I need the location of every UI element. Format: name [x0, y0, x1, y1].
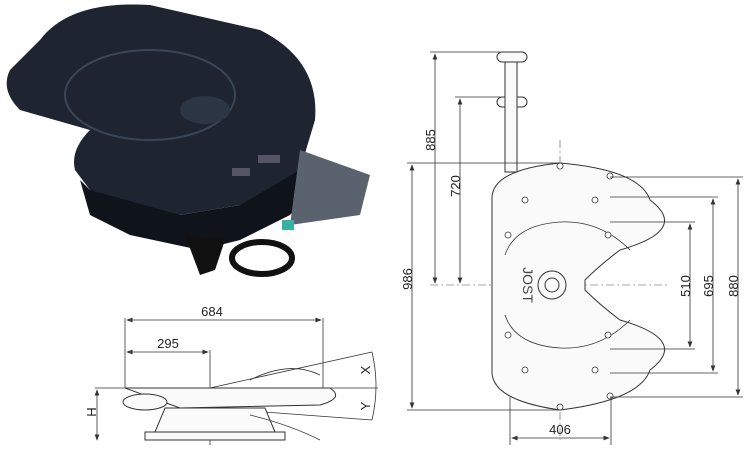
- side-view: 684 295 H X Y: [84, 304, 378, 445]
- dim-y: Y: [358, 401, 373, 410]
- dim-510: 510: [678, 275, 693, 297]
- dim-880: 880: [726, 275, 741, 297]
- dim-x: X: [358, 365, 373, 374]
- dim-h: H: [84, 407, 99, 416]
- dim-295: 295: [157, 336, 179, 351]
- top-view: JOST 885 720 986 510 695 880 406: [400, 51, 743, 445]
- product-photo: [6, 4, 370, 277]
- dim-986: 986: [400, 268, 415, 290]
- top-view-brand: JOST: [520, 267, 536, 303]
- dim-406: 406: [549, 422, 571, 437]
- dim-695: 695: [701, 275, 716, 297]
- dim-720: 720: [448, 175, 463, 197]
- dim-684: 684: [201, 304, 223, 319]
- dim-885: 885: [423, 129, 438, 151]
